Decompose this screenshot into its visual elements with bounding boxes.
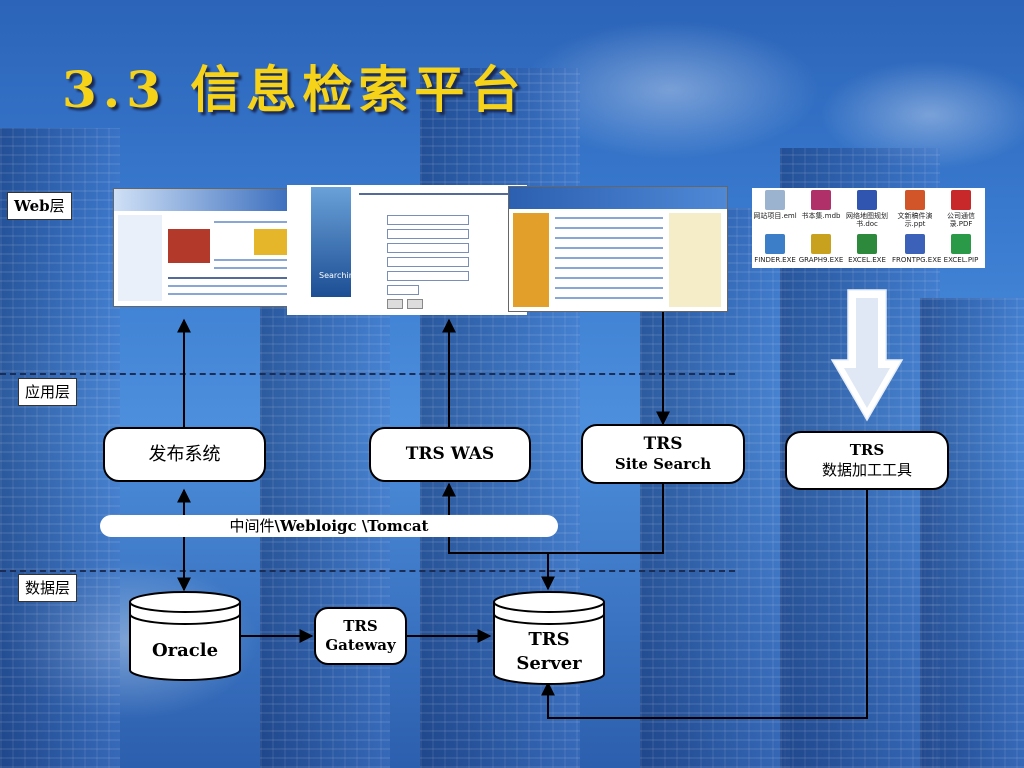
file-glyph-icon [951, 190, 971, 210]
file-icon-label: 书本集.mdb [801, 212, 841, 220]
web-app-divider [0, 373, 735, 375]
publish-system-node[interactable]: 发布系统 [103, 427, 266, 482]
oracle-database[interactable]: Oracle [128, 590, 242, 682]
file-icon[interactable]: GRAPH9.EXE [798, 234, 844, 264]
app-data-divider [0, 570, 735, 572]
file-icon-label: EXCEL.EXE [848, 256, 886, 264]
page-title: 3.3 信息检索平台 [62, 60, 527, 119]
trs-gateway-node[interactable]: TRS Gateway [314, 607, 407, 665]
app-layer-label: 应用层 [18, 378, 78, 406]
server-label-1: TRS [528, 629, 570, 650]
file-glyph-icon [811, 234, 831, 254]
file-icon[interactable]: 文新稿件演示.ppt [892, 190, 938, 228]
file-icon-label: FINDER.EXE [754, 256, 796, 264]
file-icon[interactable]: 书本集.mdb [798, 190, 844, 220]
file-icon[interactable]: 公司通信录.PDF [938, 190, 984, 228]
file-icon-label: 公司通信录.PDF [947, 212, 975, 228]
web-screenshot-1 [113, 188, 308, 307]
file-icons-panel: 网站项目.eml 书本集.mdb 网络地图规划书.doc 文新稿件演示.ppt 公司通信… [752, 188, 985, 268]
file-glyph-icon [857, 234, 877, 254]
web-screenshot-3 [508, 186, 728, 312]
file-icon-label: EXCEL.PIP [943, 256, 979, 264]
file-icon[interactable]: EXCEL.PIP [938, 234, 984, 264]
file-icon-label: 文新稿件演示.ppt [897, 212, 933, 228]
oracle-label: Oracle [151, 640, 219, 661]
file-icon[interactable]: 网络地图规划书.doc [844, 190, 890, 228]
file-glyph-icon [905, 234, 925, 254]
data-layer-label: 数据层 [18, 574, 78, 602]
file-icon[interactable]: FINDER.EXE [752, 234, 798, 264]
file-glyph-icon [905, 190, 925, 210]
file-icon[interactable]: FRONTPG.EXE [892, 234, 942, 264]
searching-label: Searching... [319, 271, 367, 280]
file-glyph-icon [951, 234, 971, 254]
arrow-sitesearch-to-server [548, 484, 664, 554]
file-icon-label: 网络地图规划书.doc [846, 212, 888, 228]
file-glyph-icon [765, 190, 785, 210]
file-icon-label: FRONTPG.EXE [892, 256, 942, 264]
file-glyph-icon [857, 190, 877, 210]
middleware-bar: 中间件\Webloigc \Tomcat [100, 515, 558, 537]
trs-was-node[interactable]: TRS WAS [369, 427, 531, 482]
file-icon[interactable]: EXCEL.EXE [844, 234, 890, 264]
file-icon-label: 网站项目.eml [753, 212, 797, 220]
server-label-2: Server [516, 653, 582, 674]
file-glyph-icon [765, 234, 785, 254]
file-icon-label: GRAPH9.EXE [798, 256, 844, 264]
web-layer-label: Web层 [7, 192, 72, 220]
trs-site-search-node[interactable]: TRS Site Search [581, 424, 745, 484]
file-icon[interactable]: 网站项目.eml [752, 190, 798, 220]
web-screenshot-search: Searching... [287, 185, 527, 315]
file-glyph-icon [811, 190, 831, 210]
trs-server-database[interactable]: TRS Server [492, 590, 606, 686]
arrow-tool-to-server [541, 490, 868, 719]
trs-data-tool-node[interactable]: TRS 数据加工工具 [785, 431, 949, 490]
